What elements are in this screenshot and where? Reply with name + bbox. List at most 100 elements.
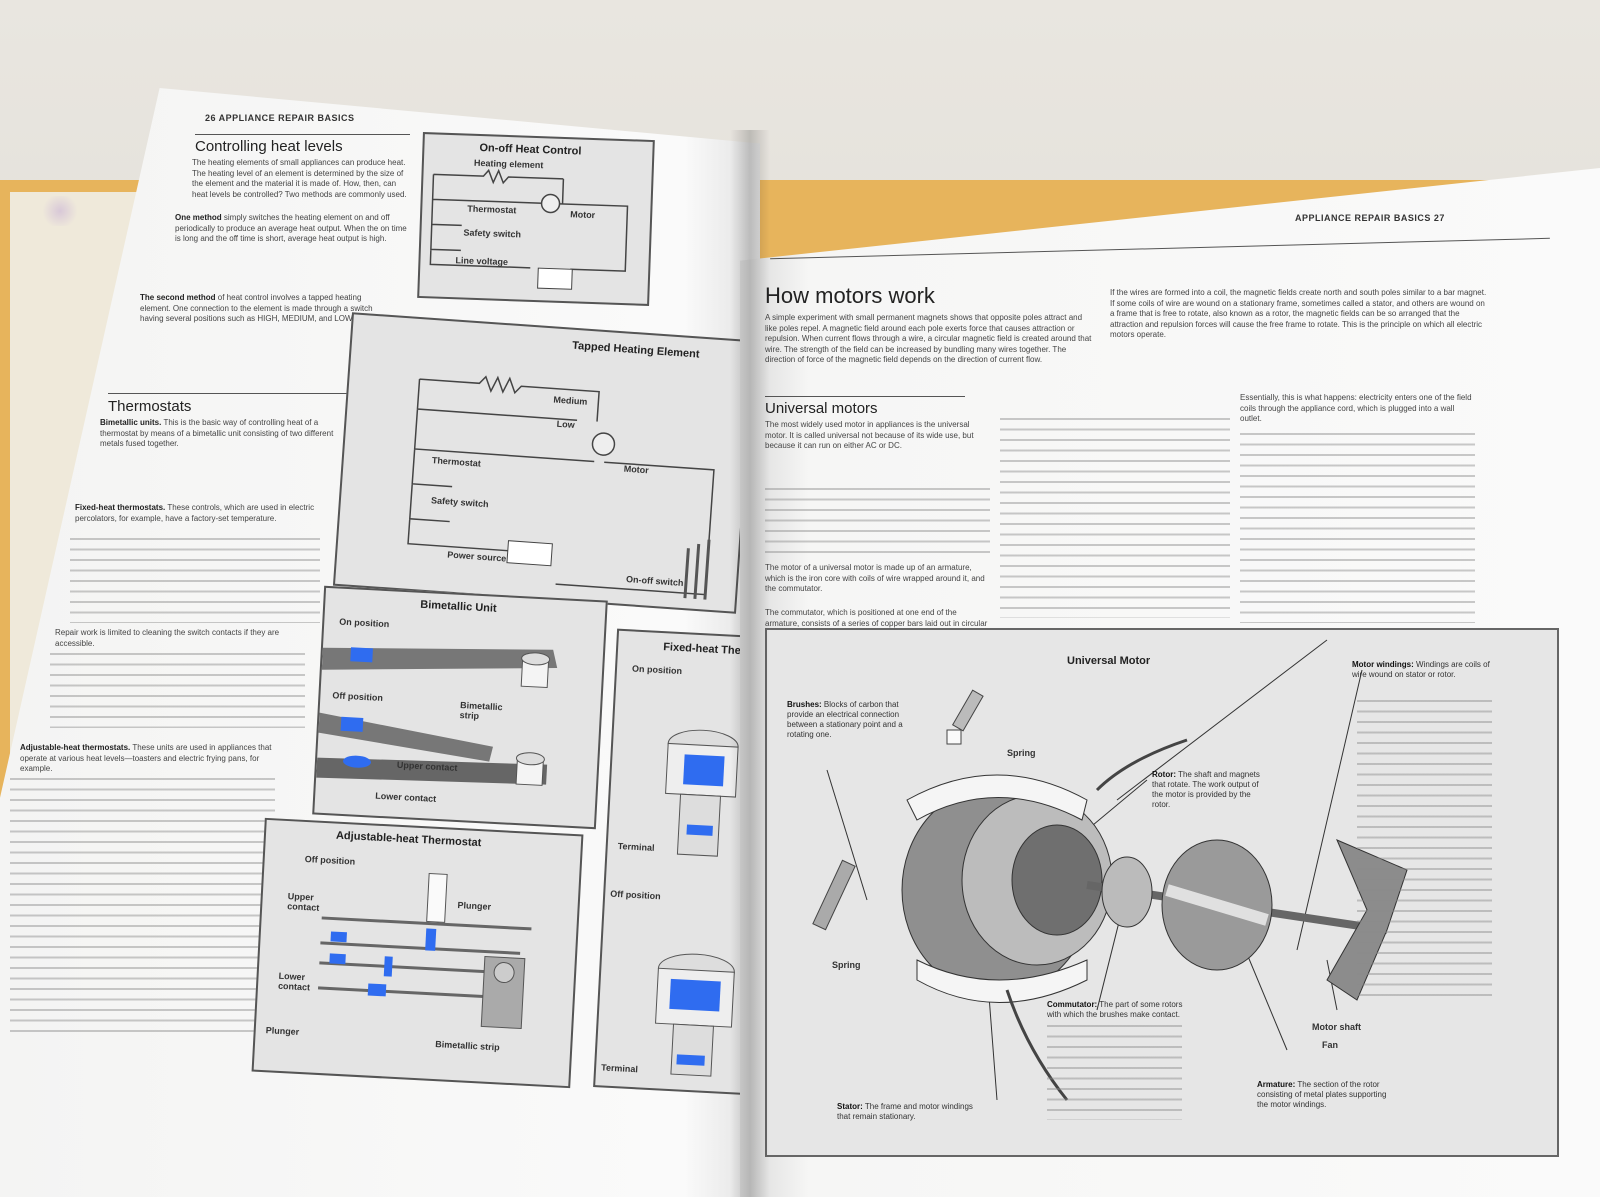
tapped-circuit-svg	[407, 375, 715, 600]
motor-windings-lead: Motor windings:	[1352, 660, 1414, 669]
brushes-lead: Brushes:	[787, 700, 822, 709]
armature-callout: Armature: The section of the rotor consi…	[1257, 1080, 1387, 1110]
fan-label: Fan	[1322, 1040, 1339, 1050]
armature	[1086, 839, 1408, 1001]
armature-lead: Armature:	[1257, 1080, 1296, 1089]
heading-rule	[195, 134, 410, 135]
universal-col3-text: Essentially, this is what happens: elect…	[1240, 393, 1475, 433]
adjustable-drawing-svg	[317, 872, 532, 1030]
second-method-text: of heat control involves a tapped heatin…	[140, 293, 373, 323]
onoff-heat-control-diagram: On-off Heat Control Heating element Ther…	[417, 132, 655, 306]
bimetallic-drawing-svg	[316, 647, 558, 786]
commutator-lead: Commutator:	[1047, 1000, 1098, 1009]
armature-text: The section of the rotor consisting of m…	[1257, 1080, 1387, 1109]
commutator-text: The part of some rotors with which the b…	[1047, 1000, 1183, 1019]
stator	[901, 774, 1113, 1003]
adjustable-upper-contact-label: Upper contact	[287, 891, 320, 913]
one-method-lead: One method	[175, 213, 222, 222]
motor-windings-callout: Motor windings: Windings are coils of wi…	[1352, 660, 1492, 680]
tapped-low-label: Low	[556, 418, 576, 431]
adjustable-lower-contact-label: Lower contact	[277, 970, 311, 993]
right-running-head: APPLIANCE REPAIR BASICS 27	[1295, 213, 1445, 223]
right-page: APPLIANCE REPAIR BASICS 27 How motors wo…	[740, 168, 1600, 1197]
universal-col1-text: The most widely used motor in appliances…	[765, 420, 990, 490]
universal-motor-title: Universal Motor	[1067, 655, 1151, 667]
rotor-lead: Rotor:	[1152, 770, 1176, 779]
repair-more-lines	[50, 653, 305, 728]
onoff-circuit-svg	[429, 168, 629, 290]
bimetallic-strip-label: Bimetallic strip	[459, 700, 503, 722]
universal-col1-lines	[765, 488, 990, 558]
spring-2-label: Spring	[832, 960, 861, 970]
fixed-heat-lead: Fixed-heat thermostats.	[75, 503, 166, 512]
bimetallic-paragraph: Bimetallic units. This is the basic way …	[100, 418, 345, 493]
rotor-text: The shaft and magnets that rotate. The w…	[1152, 770, 1260, 809]
universal-motor-diagram: Universal Motor	[765, 628, 1559, 1157]
heading-thermostats: Thermostats	[108, 398, 192, 415]
stator-lead: Stator:	[837, 1102, 863, 1111]
universal-text-2: The motor of a universal motor is made u…	[765, 563, 985, 593]
stator-text: The frame and motor windings that remain…	[837, 1102, 973, 1121]
fixed-heat-text: These controls, which are used in electr…	[75, 503, 315, 523]
left-page: 26 APPLIANCE REPAIR BASICS Controlling h…	[0, 88, 760, 1197]
spring-1-label: Spring	[1007, 748, 1036, 758]
motors-intro-2: If the wires are formed into a coil, the…	[1110, 288, 1487, 339]
universal-text-1: The most widely used motor in appliances…	[765, 420, 974, 450]
adjustable-lead: Adjustable-heat thermostats.	[20, 743, 131, 752]
motors-intro-text: A simple experiment with small permanent…	[765, 313, 1095, 378]
motor-shaft-label: Motor shaft	[1312, 1022, 1361, 1032]
heat-intro-text: The heating elements of small appliances…	[192, 158, 410, 238]
heading-universal-motors: Universal motors	[765, 400, 878, 417]
onoff-thermostat-label: Thermostat	[467, 203, 517, 216]
motor-windings-lines	[1357, 700, 1492, 1000]
universal-text-4: Essentially, this is what happens: elect…	[1240, 393, 1472, 423]
fixed-drawing-svg	[655, 729, 739, 1077]
one-method-text: simply switches the heating element on a…	[175, 213, 407, 243]
one-method-paragraph: One method simply switches the heating e…	[175, 213, 407, 293]
onoff-line-voltage-label: Line voltage	[455, 255, 509, 268]
brushes-callout: Brushes: Blocks of carbon that provide a…	[787, 700, 917, 740]
adjustable-plunger-label: Plunger	[457, 900, 492, 912]
left-running-head: 26 APPLIANCE REPAIR BASICS	[205, 113, 355, 123]
fixed-heat-paragraph: Fixed-heat thermostats. These controls, …	[75, 503, 325, 613]
heat-intro: The heating elements of small appliances…	[192, 158, 407, 199]
second-method-paragraph: The second method of heat control involv…	[140, 293, 380, 393]
stator-callout: Stator: The frame and motor windings tha…	[837, 1102, 987, 1122]
fixed-terminal2-label: Terminal	[600, 1062, 639, 1075]
tapped-motor-label: Motor	[623, 463, 650, 476]
stamp-mark	[40, 196, 80, 226]
universal-motor-drawing-svg	[812, 639, 1408, 1101]
onoff-motor-label: Motor	[570, 209, 596, 221]
commutator-lines	[1047, 1025, 1182, 1120]
universal-col3-lines	[1240, 433, 1475, 623]
adjustable-more-lines	[10, 778, 275, 1038]
adjustable-text: These units are used in appliances that …	[20, 743, 272, 773]
bimetallic-unit-diagram: Bimetallic Unit On position Off position…	[312, 585, 608, 830]
commutator-callout: Commutator: The part of some rotors with…	[1047, 1000, 1187, 1020]
universal-rule	[765, 396, 965, 397]
motors-intro-2-text: If the wires are formed into a coil, the…	[1110, 288, 1490, 353]
brushes-text: Blocks of carbon that provide an electri…	[787, 700, 903, 739]
thermostats-rule	[108, 393, 348, 394]
tapped-heating-element-diagram: Tapped Heating Element Medium Low Thermo…	[332, 312, 756, 614]
adjustable-plunger2-label: Plunger	[265, 1025, 300, 1037]
second-method-lead: The second method	[140, 293, 216, 302]
fixed-heat-thermostat-diagram: Fixed-heat Thermostat On position Termin…	[593, 628, 760, 1097]
rotor-callout: Rotor: The shaft and magnets that rotate…	[1152, 770, 1267, 810]
adjustable-heat-thermostat-diagram: Adjustable-heat Thermostat Off position …	[251, 817, 584, 1089]
heading-how-motors-work: How motors work	[765, 283, 935, 308]
motors-intro: A simple experiment with small permanent…	[765, 313, 1092, 364]
bimetallic-text: This is the basic way of controlling hea…	[100, 418, 334, 448]
bimetallic-lead: Bimetallic units.	[100, 418, 162, 427]
universal-col2-lines	[1000, 418, 1230, 618]
motor-windings-text: Windings are coils of wire wound on stat…	[1352, 660, 1490, 679]
universal-col1b-text: The motor of a universal motor is made u…	[765, 563, 990, 603]
fixed-heat-more-lines	[70, 538, 320, 623]
onoff-safety-switch-label: Safety switch	[463, 227, 522, 240]
book-gutter-shadow	[730, 130, 770, 1197]
adjustable-paragraph: Adjustable-heat thermostats. These units…	[20, 743, 282, 803]
heading-controlling-heat: Controlling heat levels	[195, 138, 343, 155]
repair-text: Repair work is limited to cleaning the s…	[55, 628, 280, 648]
repair-paragraph: Repair work is limited to cleaning the s…	[55, 628, 310, 678]
